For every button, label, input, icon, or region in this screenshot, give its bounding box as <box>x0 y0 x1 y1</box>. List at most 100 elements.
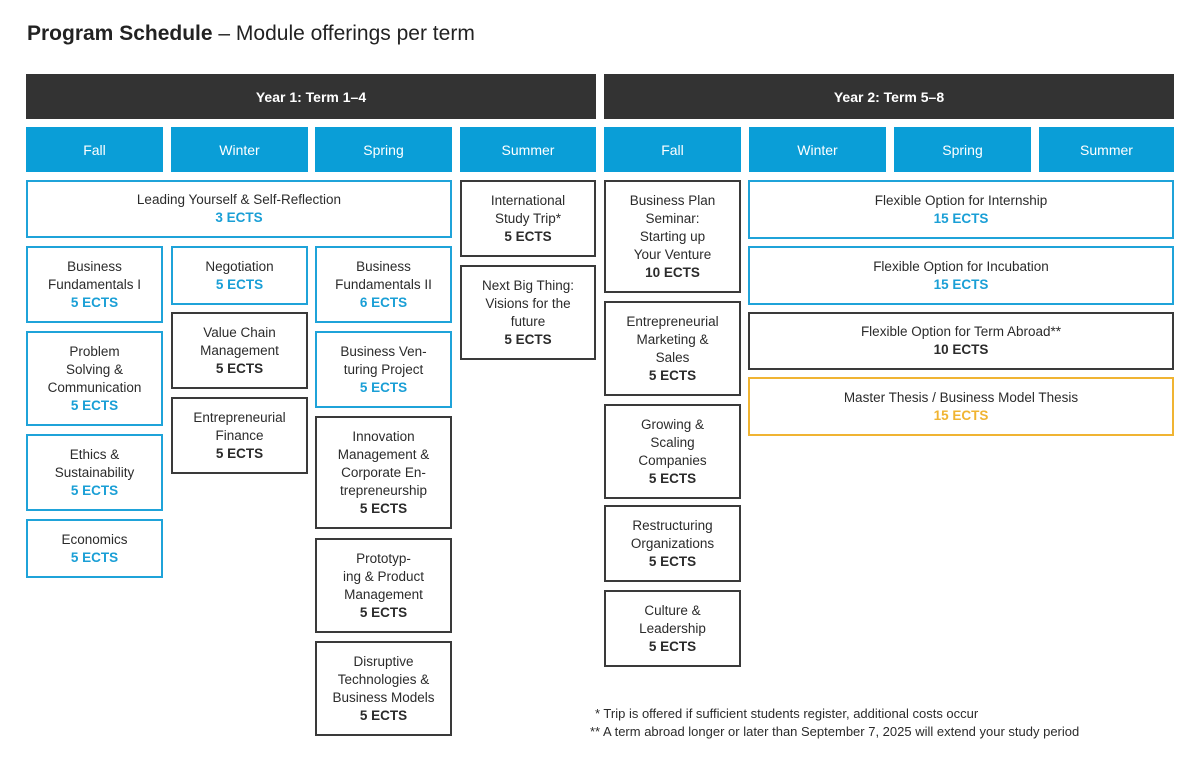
module-ects: 6 ECTS <box>359 294 408 310</box>
module-ects: 5 ECTS <box>504 331 552 347</box>
module-name-line: Management <box>344 586 423 602</box>
module-name-line: trepreneurship <box>339 482 428 498</box>
season-header: Summer <box>460 127 596 172</box>
module-name-line: International <box>490 192 566 208</box>
module-name-line: Visions for the <box>485 295 571 311</box>
module-name-line: Flexible Option for Incubation <box>873 258 1049 274</box>
module-name-line: Technologies & <box>337 671 430 687</box>
module-name-line: Disruptive <box>353 653 414 669</box>
module-name-line: Starting up <box>639 228 706 244</box>
module-ects: 5 ECTS <box>359 379 408 395</box>
season-header: Spring <box>894 127 1031 172</box>
module-ects: 15 ECTS <box>933 276 989 292</box>
module-ects: 5 ECTS <box>648 553 697 569</box>
module-name-line: Flexible Option for Term Abroad** <box>860 324 1062 339</box>
module-name-line: Negotiation <box>205 258 274 274</box>
module-ects: 3 ECTS <box>215 210 263 225</box>
module-ects: 5 ECTS <box>359 604 408 620</box>
module-name-line: Culture & <box>644 602 701 618</box>
module-name-line: Sales <box>655 349 690 365</box>
module-name-line: Corporate En- <box>341 464 426 480</box>
season-header: Winter <box>749 127 886 172</box>
season-header: Winter <box>171 127 308 172</box>
module-name-line: Problem <box>69 343 120 359</box>
module-name-line: Sustainability <box>54 464 135 480</box>
module-name-line: Prototyp- <box>356 550 411 566</box>
module-name-line: Business Ven- <box>340 343 427 359</box>
module-ects: 15 ECTS <box>933 210 989 226</box>
module-name-line: turing Project <box>343 361 424 377</box>
module-ects: 5 ECTS <box>504 228 552 244</box>
module-name-line: Master Thesis / Business Model Thesis <box>843 389 1079 405</box>
module-ects: 5 ECTS <box>70 549 119 565</box>
module-name-line: Innovation <box>352 428 415 444</box>
module-ects: 5 ECTS <box>215 360 264 376</box>
module-name-line: Management & <box>337 446 430 462</box>
module-name-line: Fundamentals II <box>335 276 432 292</box>
module-name-line: Your Venture <box>633 246 712 262</box>
module-box: Leading Yourself & Self-Reflection 3 ECTS <box>26 180 452 238</box>
page-title: Program Schedule – Module offerings per … <box>27 22 475 45</box>
module-ects: 5 ECTS <box>359 500 408 516</box>
module-ects: 5 ECTS <box>70 397 119 413</box>
module-name-line: Flexible Option for Internship <box>874 192 1048 208</box>
footnote: * Trip is offered if sufficient students… <box>595 706 979 721</box>
module-name-line: Next Big Thing: <box>481 277 575 293</box>
module-ects: 5 ECTS <box>359 707 408 723</box>
module-name-line: Communication <box>47 379 142 395</box>
module-ects: 5 ECTS <box>215 276 264 292</box>
module-box: Flexible Option for Incubation 15 ECTS <box>748 246 1174 305</box>
module-name-line: Economics <box>61 531 128 547</box>
module-ects: 10 ECTS <box>645 264 700 280</box>
module-name-line: Entrepreneurial <box>193 409 286 425</box>
module-name-line: Marketing & <box>636 331 709 347</box>
module-box: Economics 5 ECTS <box>26 519 163 578</box>
year-2-header: Year 2: Term 5–8 <box>604 74 1174 119</box>
module-name-line: Business <box>356 258 411 274</box>
module-name-line: Finance <box>215 427 264 443</box>
module-ects: 5 ECTS <box>70 482 119 498</box>
module-box: Culture & Leadership 5 ECTS <box>604 590 741 667</box>
module-name-line: Organizations <box>630 535 715 551</box>
module-name-line: Study Trip* <box>494 210 562 226</box>
module-name-line: ing & Product <box>342 568 425 584</box>
module-ects: 5 ECTS <box>648 367 697 383</box>
module-name-line: Leading Yourself & Self-Reflection <box>136 192 342 207</box>
module-ects: 5 ECTS <box>648 470 697 486</box>
module-name-line: Seminar: <box>645 210 700 226</box>
module-ects: 15 ECTS <box>933 407 989 423</box>
year-1-header: Year 1: Term 1–4 <box>26 74 596 119</box>
module-name-line: Business <box>67 258 122 274</box>
season-header: Fall <box>26 127 163 172</box>
module-name-line: Fundamentals I <box>47 276 142 292</box>
module-box: Business Ven-turing Project 5 ECTS <box>315 331 452 408</box>
module-name-line: Ethics & <box>69 446 120 462</box>
module-ects: 5 ECTS <box>648 638 697 654</box>
season-header: Spring <box>315 127 452 172</box>
module-ects: 5 ECTS <box>70 294 119 310</box>
module-name-line: Companies <box>638 452 707 468</box>
module-name-line: Entrepreneurial <box>626 313 719 329</box>
module-ects: 5 ECTS <box>215 445 264 461</box>
footnote: ** A term abroad longer or later than Se… <box>590 724 1080 739</box>
module-name-line: Scaling <box>650 434 695 450</box>
module-name-line: Business Plan <box>629 192 716 208</box>
module-name-line: Solving & <box>65 361 124 377</box>
module-name-line: Leadership <box>639 620 706 636</box>
season-header: Summer <box>1039 127 1174 172</box>
module-box: Master Thesis / Business Model Thesis 15 … <box>748 377 1174 436</box>
